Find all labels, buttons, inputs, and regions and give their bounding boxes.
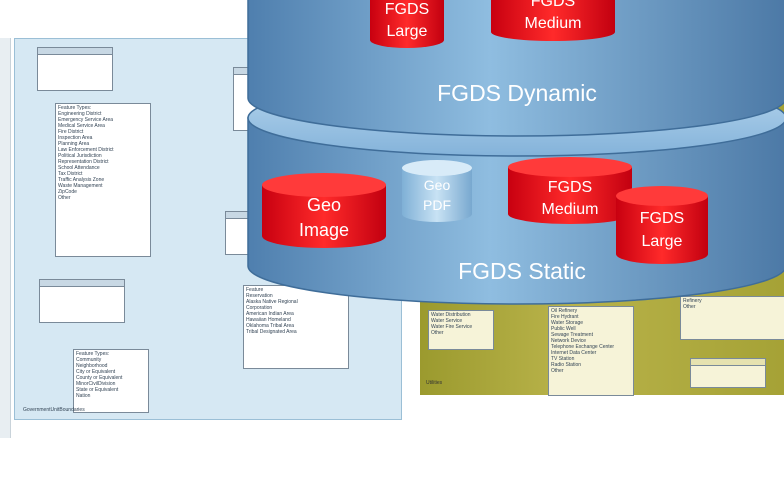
text: Tribal Designated Area bbox=[246, 329, 297, 335]
label-fgds-static: FGDS Static bbox=[458, 258, 586, 284]
diagram-caption: Utilities bbox=[426, 380, 443, 386]
label-fgds-dynamic: FGDS Dynamic bbox=[437, 80, 597, 106]
db-geo-image bbox=[262, 173, 386, 248]
label-fgds-large-top-line2: Large bbox=[387, 23, 428, 40]
text: Oklahoma Tribal Area bbox=[246, 323, 295, 329]
label-geo-image-line2: Image bbox=[299, 220, 349, 240]
text: Refinery bbox=[683, 298, 702, 304]
list: Feature Types: Engineering District Emer… bbox=[58, 105, 148, 201]
text: Medical Service Area bbox=[58, 123, 105, 129]
uml-box-feature-types-1: Feature Types: Engineering District Emer… bbox=[55, 103, 151, 257]
text: Feature bbox=[246, 287, 264, 293]
uml-box bbox=[39, 279, 125, 323]
text: Other bbox=[431, 330, 444, 336]
text: Other bbox=[551, 368, 564, 374]
text: Internet Data Center bbox=[551, 350, 597, 356]
text: Fire District bbox=[58, 129, 84, 135]
text: Water Distribution bbox=[431, 312, 471, 318]
text: Tax District bbox=[58, 171, 83, 177]
db-fgds-large-top bbox=[370, 0, 444, 48]
text: Law Enforcement District bbox=[58, 147, 114, 153]
db-fgds-large-bottom bbox=[616, 186, 708, 264]
text: Political Jurisdiction bbox=[58, 153, 102, 159]
db-fgds-medium-bottom bbox=[508, 157, 632, 224]
uml-box-feature-types-2: Feature Types: Community Neighborhood Ci… bbox=[73, 349, 149, 413]
text: Feature Types: bbox=[76, 351, 110, 357]
text: School Attendance bbox=[58, 165, 100, 171]
label-geo-image-line1: Geo bbox=[307, 195, 341, 215]
text: Other bbox=[683, 304, 696, 310]
label-fgds-large-bottom-line2: Large bbox=[642, 233, 683, 250]
db-geo-pdf bbox=[402, 160, 472, 222]
text: Public Well bbox=[551, 326, 576, 332]
text: Neighborhood bbox=[76, 363, 108, 369]
text: Inspection Area bbox=[58, 135, 93, 141]
text: Water Service bbox=[431, 318, 463, 324]
db-fgds-medium-top bbox=[491, 0, 615, 41]
text: Corporation bbox=[246, 305, 273, 311]
text: Radio Station bbox=[551, 362, 582, 368]
label-fgds-medium-top-line2: Medium bbox=[525, 15, 582, 32]
text: City or Equivalent bbox=[76, 369, 116, 375]
label-geo-pdf-line1: Geo bbox=[424, 177, 451, 193]
uml-box bbox=[37, 47, 113, 91]
text: Traffic Analysis Zone bbox=[58, 177, 105, 183]
text: State or Equivalent bbox=[76, 387, 119, 393]
label-fgds-large-top-line1: FGDS bbox=[385, 1, 429, 18]
text: Feature Types: bbox=[58, 105, 92, 111]
text: Oil Refinery bbox=[551, 308, 578, 314]
label-fgds-large-bottom-line1: FGDS bbox=[640, 210, 684, 227]
text: Fire Hydrant bbox=[551, 314, 579, 320]
text: TV Station bbox=[551, 356, 575, 362]
text: Telephone Exchange Center bbox=[551, 344, 615, 350]
text: Network Device bbox=[551, 338, 587, 344]
label-geo-pdf-line2: PDF bbox=[423, 197, 451, 213]
text: Water Fire Service bbox=[431, 324, 473, 330]
uml-box-utilities-2: Oil Refinery Fire Hydrant Water Storage … bbox=[548, 306, 634, 396]
label-fgds-medium-top-line1: FGDS bbox=[531, 0, 575, 10]
uml-box bbox=[690, 358, 766, 388]
text: Waste Management bbox=[58, 183, 103, 189]
label-fgds-medium-bottom-line2: Medium bbox=[542, 201, 599, 218]
text: Other bbox=[58, 195, 71, 201]
text: County or Equivalent bbox=[76, 375, 123, 381]
text: ZipCode bbox=[58, 189, 77, 195]
text: MinorCivilDivision bbox=[76, 381, 116, 387]
text: American Indian Area bbox=[246, 311, 294, 317]
uml-box-utilities-3: Refinery Other bbox=[680, 296, 784, 340]
text: Emergency Service Area bbox=[58, 117, 114, 123]
text: Representation District bbox=[58, 159, 109, 165]
edge-panel bbox=[0, 38, 11, 438]
text: Nation bbox=[76, 393, 91, 399]
text: Water Storage bbox=[551, 320, 584, 326]
label-fgds-medium-bottom-line1: FGDS bbox=[548, 179, 592, 196]
text: Reservation bbox=[246, 293, 273, 299]
text: Alaska Native Regional bbox=[246, 299, 298, 305]
text: Hawaiian Homeland bbox=[246, 317, 291, 323]
diagram-footer-label: GovernmentUnitBoundaries bbox=[23, 407, 85, 413]
text: Planning Area bbox=[58, 141, 90, 147]
text: Community bbox=[76, 357, 102, 363]
uml-box-utilities-1: Water Distribution Water Service Water F… bbox=[428, 310, 494, 350]
text: Sewage Treatment bbox=[551, 332, 593, 338]
text: Engineering District bbox=[58, 111, 102, 117]
